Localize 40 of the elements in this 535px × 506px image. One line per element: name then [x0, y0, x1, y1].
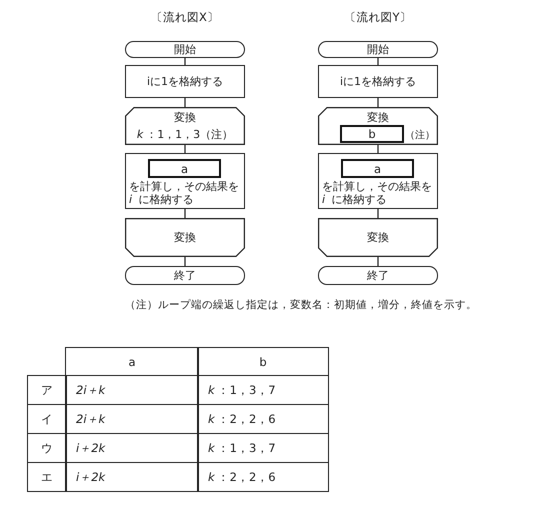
chart-heading: 〔流れ図X〕 — [150, 10, 220, 25]
loop-end-box — [125, 218, 245, 257]
table-cell: ウ — [27, 433, 67, 463]
loop-start-box — [318, 107, 438, 145]
table-cell: b — [197, 347, 329, 376]
table-cell: k：1，3，7 — [197, 375, 329, 405]
loop-start-box — [125, 107, 245, 145]
terminal-box: 終了 — [125, 266, 245, 285]
table-cell: イ — [27, 404, 67, 434]
blank-box: b — [340, 125, 404, 143]
table-cell: k：1，3，7 — [197, 433, 329, 463]
process-box: iに1を格納する — [125, 65, 245, 98]
terminal-box: 開始 — [125, 41, 245, 58]
table-cell: i＋2k — [65, 462, 199, 492]
loop-label: 変換 — [173, 230, 197, 245]
terminal-box: 開始 — [318, 41, 438, 58]
footnote: （注）ループ端の繰返し指定は，変数名：初期値，増分，終値を示す。 — [125, 298, 477, 312]
loop-label: 変換 — [366, 230, 390, 245]
table-cell: エ — [27, 462, 67, 492]
process-box — [125, 153, 245, 209]
process-box: iに1を格納する — [318, 65, 438, 98]
process-text: を計算し，その結果を i に格納する — [129, 180, 240, 206]
blank-box: a — [148, 159, 221, 178]
table-cell: 2i＋k — [65, 404, 199, 434]
table-cell: a — [65, 347, 199, 376]
blank-box: a — [341, 159, 414, 178]
loop-condition: k：1，1，3（注） — [136, 127, 234, 142]
chart-heading: 〔流れ図Y〕 — [343, 10, 413, 25]
table-cell: k：2，2，6 — [197, 462, 329, 492]
terminal-box: 終了 — [318, 266, 438, 285]
table-cell: 2i＋k — [65, 375, 199, 405]
table-cell: k：2，2，6 — [197, 404, 329, 434]
loop-end-box — [318, 218, 438, 257]
table-cell: i＋2k — [65, 433, 199, 463]
process-box — [318, 153, 438, 209]
process-text: を計算し，その結果を i に格納する — [322, 180, 433, 206]
loop-label: 変換 — [173, 110, 197, 125]
note-mark: （注） — [405, 128, 435, 142]
table-cell: ア — [27, 375, 67, 405]
loop-label: 変換 — [366, 110, 390, 125]
